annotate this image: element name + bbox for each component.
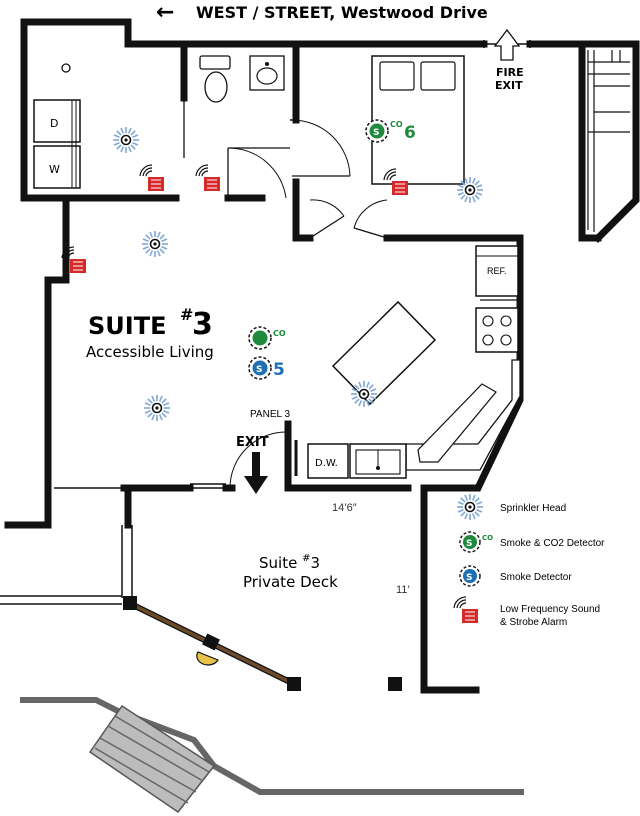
unit-number-5: 5	[273, 360, 285, 380]
sprinkler-head-icon	[456, 176, 484, 204]
svg-text:S: S	[466, 539, 472, 549]
svg-text:S: S	[256, 365, 262, 375]
legend: Sprinkler Head S CO Smoke & CO2 Detector…	[453, 493, 605, 628]
sprinkler-head-icon	[112, 126, 140, 154]
deck-post	[123, 596, 137, 610]
street-label: ← WEST / STREET, Westwood Drive	[156, 0, 488, 25]
deck-post	[388, 677, 402, 691]
deck: Suite #3 Private Deck 14’6″ 11’	[20, 502, 524, 814]
svg-text:S: S	[466, 573, 472, 583]
west-arrow-icon: ←	[156, 0, 174, 25]
bathroom	[183, 55, 351, 199]
unit-number-6: 6	[404, 123, 416, 143]
bedroom-door	[309, 215, 345, 239]
svg-text:S: S	[373, 128, 379, 138]
legend-sprinkler-head-icon	[456, 493, 484, 521]
refrigerator	[475, 245, 519, 297]
laundry: D W	[33, 63, 81, 189]
deck-subtitle: Private Deck	[243, 573, 338, 591]
floor-drain-icon	[61, 63, 71, 73]
kitchen: REF. D.W.	[294, 245, 521, 479]
exit-label: EXIT	[236, 435, 269, 450]
svg-text:CO: CO	[482, 534, 493, 542]
sprinkler-head-icon	[141, 230, 169, 258]
strobe-alarms	[61, 164, 409, 274]
deck-light-icon	[202, 633, 220, 651]
walls	[4, 18, 640, 694]
suite-number: 3	[192, 307, 213, 342]
toilet-tank	[199, 55, 231, 70]
legend-label: & Strobe Alarm	[500, 617, 567, 628]
entry-door	[229, 431, 287, 489]
ground-path	[20, 697, 524, 795]
deck-depth-dimension: 11’	[396, 584, 410, 596]
legend-label: Smoke & CO2 Detector	[500, 538, 605, 549]
suite-hash: #	[180, 305, 193, 324]
dishwasher-label: D.W.	[315, 458, 338, 469]
living-co2-detector: CO	[248, 326, 286, 350]
legend-strobe-alarm-icon	[453, 596, 479, 624]
legend-label: Sprinkler Head	[500, 503, 566, 514]
pillow	[420, 61, 456, 91]
living: SUITE # 3 Accessible Living PANEL 3 EXIT	[86, 305, 290, 494]
street-name: WEST / STREET, Westwood Drive	[196, 3, 488, 22]
strobe-alarm-icon	[195, 164, 221, 192]
strobe-alarm-icon	[139, 164, 165, 192]
fire-exit-arrow-icon	[493, 28, 521, 61]
deck-width-dimension: 14’6″	[332, 502, 357, 514]
kitchen-island	[331, 300, 437, 406]
fire-exit-label-2: EXIT	[495, 79, 523, 92]
svg-text:CO: CO	[273, 329, 286, 338]
exit-arrow-icon	[244, 452, 268, 494]
living-smoke-detector: S 5	[248, 356, 285, 380]
pillow	[379, 61, 415, 91]
deck-title: Suite #3	[259, 553, 320, 572]
legend-label: Low Frequency Sound	[500, 604, 600, 615]
toilet-bowl	[204, 71, 228, 103]
svg-text:CO: CO	[390, 120, 403, 129]
suite-title: SUITE	[88, 312, 166, 340]
sprinkler-head-icon	[143, 394, 171, 422]
ref-label: REF.	[487, 266, 507, 276]
bedroom-co2-detector: S CO 6	[365, 119, 416, 143]
washer-label: W	[49, 163, 60, 176]
kitchen-counter	[405, 359, 521, 471]
panel-label: PANEL 3	[250, 409, 290, 420]
suite-subtitle: Accessible Living	[86, 343, 214, 361]
deck-post	[287, 677, 301, 691]
legend-label: Smoke Detector	[500, 572, 572, 583]
stove	[475, 307, 519, 353]
dishwasher	[307, 443, 349, 479]
sprinkler-head-icon	[350, 380, 378, 408]
fire-exit-label-1: FIRE	[496, 66, 524, 79]
bedroom: FIRE EXIT	[309, 28, 630, 239]
dryer-label: D	[50, 117, 58, 130]
